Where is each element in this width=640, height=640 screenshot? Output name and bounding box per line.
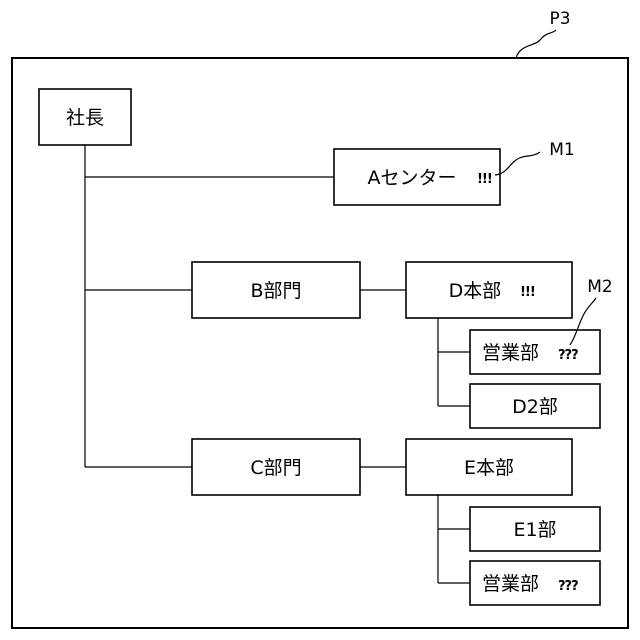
node-president: 社長 — [39, 89, 131, 145]
node-e1-dept-label: E1部 — [513, 519, 556, 541]
node-a-center-label: Aセンター — [368, 167, 457, 189]
node-e1-dept: E1部 — [470, 507, 600, 551]
node-a-center: Aセンター !!! — [334, 149, 500, 205]
node-d-hq: D本部 !!! — [406, 262, 572, 318]
node-a-center-mark: !!! — [477, 172, 492, 187]
node-d-sales: 営業部 ??? — [470, 330, 600, 374]
node-c-division-label: C部門 — [250, 457, 301, 479]
callout-m1-leader — [495, 152, 540, 175]
panel-label: P3 — [549, 9, 570, 29]
node-e-sales-label: 営業部 — [482, 573, 539, 595]
node-c-division: C部門 — [192, 439, 360, 495]
callout-m1-label: M1 — [549, 140, 574, 160]
node-president-label: 社長 — [66, 107, 104, 129]
node-e-sales-mark: ??? — [558, 579, 578, 594]
connector-lines — [85, 145, 470, 583]
node-e-hq: E本部 — [406, 439, 572, 495]
node-d2-dept: D2部 — [470, 384, 600, 428]
node-d-hq-mark: !!! — [520, 285, 535, 300]
node-d2-dept-label: D2部 — [512, 396, 558, 418]
node-d-sales-mark: ??? — [558, 348, 578, 363]
panel-label-leader — [516, 30, 556, 58]
node-e-hq-label: E本部 — [464, 457, 514, 479]
node-b-division-label: B部門 — [250, 280, 301, 302]
node-b-division: B部門 — [192, 262, 360, 318]
node-d-hq-label: D本部 — [449, 280, 502, 302]
node-e-sales: 営業部 ??? — [470, 561, 600, 605]
node-d-sales-label: 営業部 — [482, 342, 539, 364]
callout-m2-label: M2 — [587, 277, 612, 297]
